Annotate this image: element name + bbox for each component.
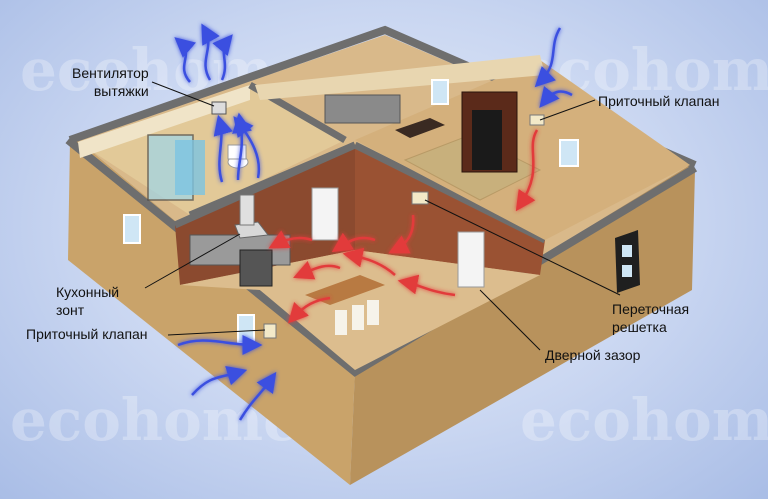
red-arrow-8 bbox=[268, 230, 313, 249]
leader-supply-valve-top bbox=[539, 99, 596, 121]
blue-arrow-4 bbox=[534, 27, 562, 88]
watermark-4: ecohome bbox=[520, 386, 768, 454]
warm-air-arrows bbox=[268, 129, 539, 324]
stove bbox=[239, 249, 273, 287]
label-transfer-grille: Переточная решетка bbox=[612, 300, 689, 336]
label-door-gap-text: Дверной зазор bbox=[545, 347, 641, 363]
label-kitchen-hood: Кухонный зонт bbox=[56, 283, 119, 319]
label-supply-valve-left-text: Приточный клапан bbox=[26, 326, 148, 342]
red-arrow-6 bbox=[293, 260, 341, 280]
red-arrow-7 bbox=[287, 296, 331, 324]
label-kitchen-hood-line1: Кухонный bbox=[56, 284, 120, 300]
outer-wall-right bbox=[350, 165, 695, 485]
dining-table bbox=[305, 275, 385, 305]
supply-valve-top bbox=[529, 114, 545, 126]
supply-valve-left bbox=[263, 323, 277, 339]
blue-arrow-11 bbox=[238, 371, 277, 421]
label-door-gap: Дверной зазор bbox=[545, 346, 640, 364]
label-kitchen-hood-line2: зонт bbox=[56, 302, 85, 318]
label-exhaust-fan-line2: вытяжки bbox=[93, 83, 149, 99]
blue-arrow-3 bbox=[212, 34, 233, 81]
exhaust-fan bbox=[211, 101, 227, 115]
blue-arrow-5 bbox=[539, 85, 573, 108]
label-transfer-grille-line1: Переточная bbox=[612, 301, 690, 317]
door-kitchen bbox=[311, 187, 339, 241]
bathroom-floor bbox=[78, 85, 345, 215]
blue-arrow-2 bbox=[201, 23, 220, 81]
red-arrow-3 bbox=[397, 274, 456, 297]
fresh-air-arrows bbox=[174, 23, 573, 421]
leader-transfer-grille bbox=[424, 199, 621, 296]
blue-arrow-8 bbox=[213, 114, 233, 183]
window-left-1 bbox=[123, 214, 141, 244]
red-arrow-2 bbox=[388, 214, 415, 254]
label-supply-valve-top: Приточный клапан bbox=[598, 92, 720, 110]
blue-arrow-9 bbox=[177, 334, 263, 355]
watermarks: ecohome ecohome ecohome ecohome bbox=[10, 36, 768, 454]
leader-lines bbox=[144, 81, 621, 351]
leader-kitchen-hood bbox=[144, 233, 241, 289]
living-back-wall bbox=[255, 55, 545, 100]
red-arrow-1 bbox=[515, 129, 539, 212]
leader-door-gap bbox=[479, 289, 541, 351]
label-transfer-grille-line2: решетка bbox=[612, 319, 667, 335]
coffee-table bbox=[395, 118, 445, 138]
label-exhaust-fan-line1: Вентилятор bbox=[72, 65, 149, 81]
leader-supply-valve-left bbox=[167, 329, 266, 336]
red-arrow-4 bbox=[342, 247, 396, 276]
transfer-grille bbox=[411, 191, 429, 205]
window-living-2 bbox=[559, 139, 579, 167]
leader-exhaust-fan bbox=[151, 81, 215, 107]
label-supply-valve-top-text: Приточный клапан bbox=[598, 93, 720, 109]
label-exhaust-fan: Вентилятор вытяжки bbox=[72, 64, 149, 100]
window-living-1 bbox=[431, 79, 449, 105]
blue-arrow-10 bbox=[191, 366, 248, 396]
blue-arrow-1 bbox=[174, 37, 196, 83]
red-arrow-5 bbox=[331, 232, 376, 253]
window-left-2 bbox=[237, 314, 255, 344]
front-door bbox=[615, 230, 640, 293]
door-hall bbox=[457, 231, 485, 288]
blue-arrow-7 bbox=[233, 116, 261, 179]
sofa bbox=[324, 94, 401, 124]
label-supply-valve-left: Приточный клапан bbox=[26, 325, 148, 343]
